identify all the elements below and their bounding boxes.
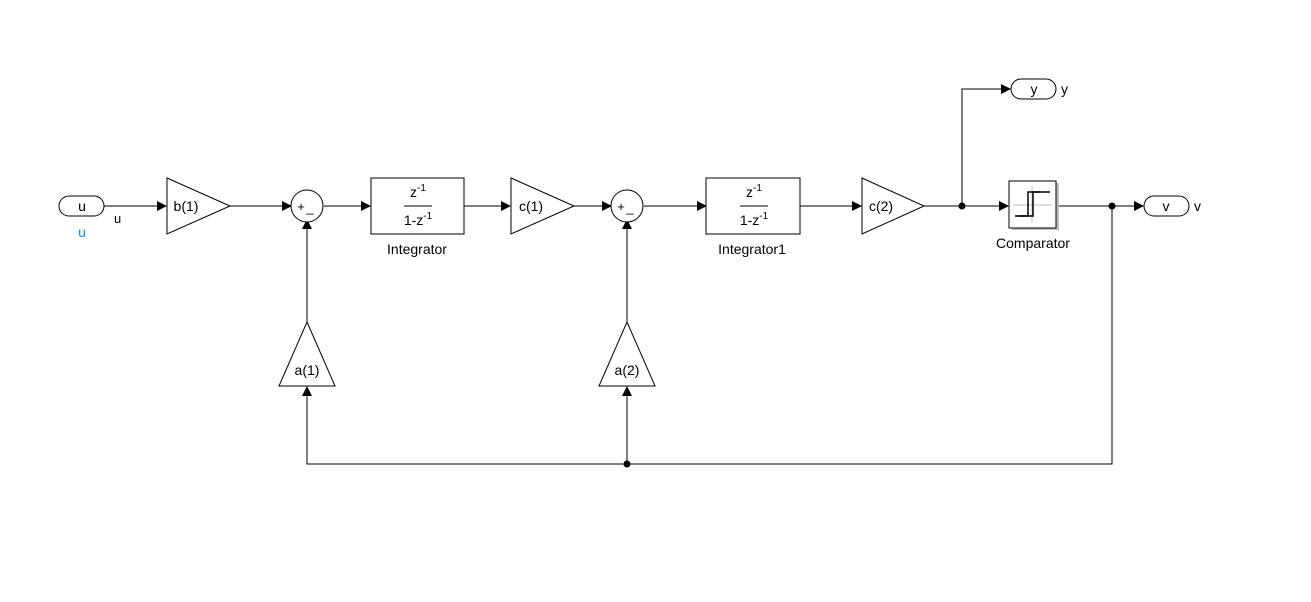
integrator[interactable]: z-1 1-z-1: [370, 177, 465, 235]
arrowhead: [1134, 201, 1144, 211]
integrator1-denominator: 1-z-1: [740, 211, 769, 228]
arrowhead: [622, 386, 632, 396]
signal-label-u: u: [114, 211, 121, 226]
sum2-shape[interactable]: [610, 189, 644, 223]
inport-u-shape[interactable]: [58, 195, 105, 217]
arrowhead: [697, 201, 707, 211]
sum2-plus-sign: +: [617, 199, 625, 214]
branch-point-v: [1108, 202, 1116, 210]
gain-c1-shape[interactable]: [510, 177, 576, 235]
gain-c2[interactable]: c(2): [861, 177, 926, 235]
arrowhead: [622, 219, 632, 229]
arrowhead: [361, 201, 371, 211]
arrowhead: [282, 201, 292, 211]
hysteresis-icon: [1013, 186, 1052, 223]
outport-y-shape[interactable]: [1010, 78, 1057, 100]
arrowhead: [602, 201, 612, 211]
arrowheads: [157, 84, 1144, 396]
arrowhead: [1001, 84, 1011, 94]
inport-u[interactable]: u: [58, 195, 105, 217]
arrowhead: [501, 201, 511, 211]
sum2-minus-sign: _: [625, 200, 634, 215]
gain-c2-label: c(2): [869, 198, 893, 214]
comparator-name: Comparator: [996, 235, 1070, 251]
sum1-shape[interactable]: [290, 189, 324, 223]
sum2[interactable]: + _: [610, 189, 644, 223]
sum1-plus-sign: +: [297, 199, 305, 214]
gain-a2-label: a(2): [615, 362, 640, 378]
comparator[interactable]: [1008, 180, 1059, 230]
signal-label-v: v: [1194, 198, 1201, 214]
integrator1[interactable]: z-1 1-z-1: [705, 177, 801, 235]
arrowhead: [302, 386, 312, 396]
integrator1-numerator: z-1: [746, 183, 762, 200]
outport-v[interactable]: v: [1143, 195, 1190, 217]
outport-y-label: y: [1031, 81, 1038, 97]
sum1-minus-sign: _: [305, 200, 314, 215]
inport-u-name: u: [78, 224, 86, 240]
arrowhead: [302, 219, 312, 229]
branch-point-y: [958, 202, 966, 210]
wire-branch-to-y[interactable]: [961, 88, 1003, 206]
gain-a2[interactable]: a(2): [598, 320, 656, 387]
outport-y[interactable]: y: [1010, 78, 1057, 100]
gain-a1[interactable]: a(1): [278, 320, 336, 387]
gain-b1[interactable]: b(1): [166, 177, 232, 235]
branch-point-feedback: [623, 460, 631, 468]
integrator-denominator: 1-z-1: [404, 211, 433, 228]
signal-label-y: y: [1061, 81, 1068, 97]
gain-b1-label: b(1): [174, 198, 199, 214]
wire-feedback-v[interactable]: [306, 206, 1113, 465]
arrowhead: [852, 201, 862, 211]
gain-a1-label: a(1): [295, 362, 320, 378]
outport-v-shape[interactable]: [1143, 195, 1190, 217]
integrator1-name: Integrator1: [718, 241, 786, 257]
integrator-name: Integrator: [387, 241, 447, 257]
gain-c1[interactable]: c(1): [510, 177, 576, 235]
arrowhead: [157, 201, 167, 211]
outport-v-label: v: [1163, 198, 1170, 214]
gain-a1-shape[interactable]: [278, 320, 336, 387]
gain-c1-label: c(1): [519, 198, 543, 214]
gain-a2-shape[interactable]: [598, 320, 656, 387]
signal-lines: [104, 88, 1136, 465]
gain-c2-shape[interactable]: [861, 177, 926, 235]
sum1[interactable]: + _: [290, 189, 324, 223]
arrowhead: [999, 201, 1009, 211]
inport-u-label: u: [78, 198, 86, 214]
integrator-numerator: z-1: [410, 183, 426, 200]
gain-b1-shape[interactable]: [166, 177, 232, 235]
